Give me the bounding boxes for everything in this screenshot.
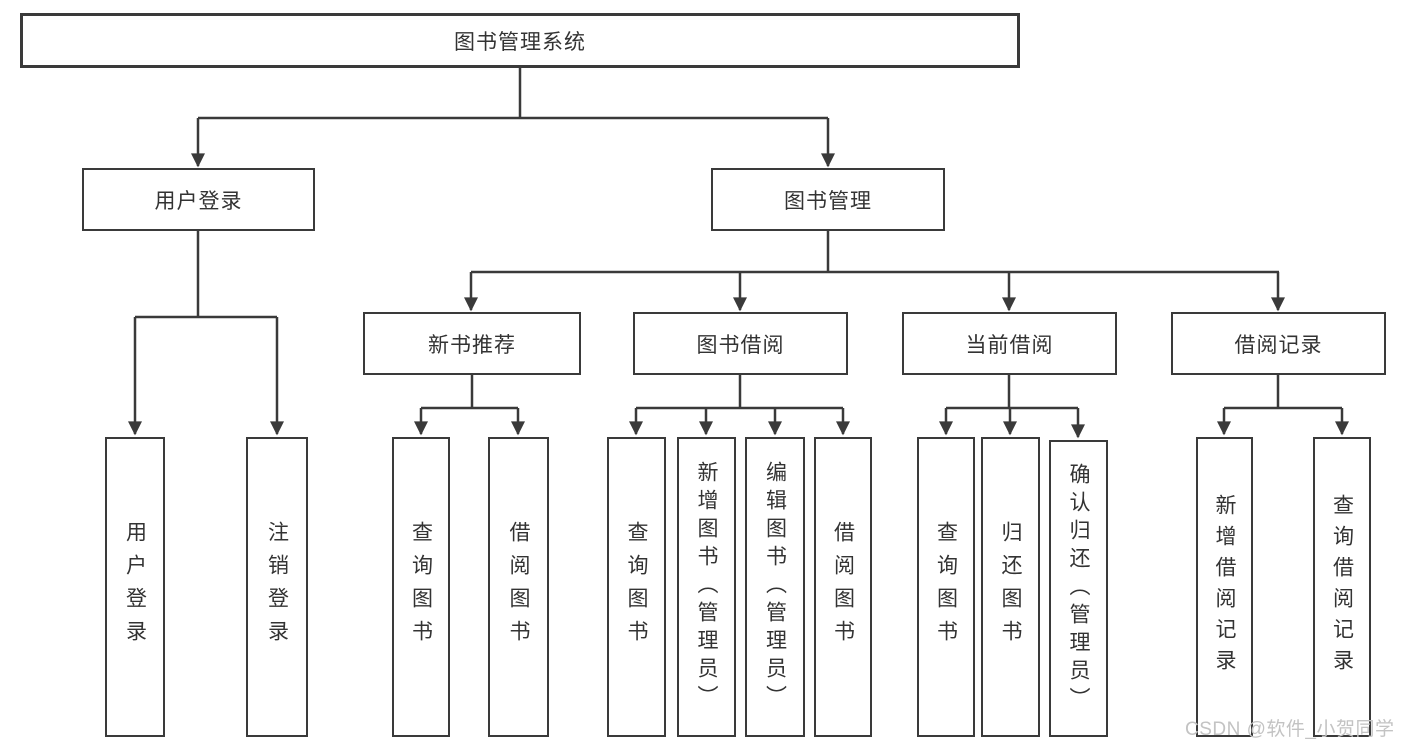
node-leaf-query-books-current: 查询图书 [917, 437, 975, 737]
node-leaf-query-books-recommend-label: 查询图书 [409, 521, 433, 653]
node-borrowing-records: 借阅记录 [1171, 312, 1386, 375]
node-book-management-label: 图书管理 [784, 189, 872, 213]
node-leaf-logout: 注销登录 [246, 437, 308, 737]
node-leaf-add-borrow-record: 新增借阅记录 [1196, 437, 1253, 737]
watermark: CSDN @软件_小贺同学 [1185, 719, 1395, 740]
node-leaf-logout-label: 注销登录 [265, 521, 289, 653]
node-leaf-return-books-label: 归还图书 [999, 521, 1022, 653]
node-new-book-recommend: 新书推荐 [363, 312, 581, 375]
connector-trunk [135, 66, 1342, 410]
node-leaf-borrow-books-recommend: 借阅图书 [488, 437, 549, 737]
node-leaf-borrow-books-recommend-label: 借阅图书 [507, 521, 530, 653]
node-library-system-label: 图书管理系统 [454, 30, 586, 54]
node-leaf-add-books-admin: 新增图书（管理员） [677, 437, 736, 737]
node-leaf-borrow-books-label: 借阅图书 [831, 521, 855, 653]
node-leaf-edit-books-admin: 编辑图书（管理员） [745, 437, 805, 737]
node-book-borrowing-label: 图书借阅 [696, 333, 785, 357]
node-library-system: 图书管理系统 [20, 13, 1020, 68]
node-user-login-label: 用户登录 [154, 189, 243, 213]
node-leaf-edit-books-admin-label: 编辑图书（管理员） [763, 461, 787, 713]
node-leaf-user-login: 用户登录 [105, 437, 165, 737]
node-leaf-add-books-admin-label: 新增图书（管理员） [695, 461, 718, 713]
node-leaf-query-borrow-record-label: 查询借阅记录 [1330, 494, 1354, 680]
node-new-book-recommend-label: 新书推荐 [428, 333, 516, 357]
node-user-login: 用户登录 [82, 168, 315, 231]
node-leaf-query-books-borrowing: 查询图书 [607, 437, 666, 737]
node-leaf-borrow-books: 借阅图书 [814, 437, 872, 737]
node-current-borrowing-label: 当前借阅 [965, 333, 1054, 357]
node-book-management: 图书管理 [711, 168, 945, 231]
node-leaf-query-books-recommend: 查询图书 [392, 437, 450, 737]
node-borrowing-records-label: 借阅记录 [1234, 333, 1323, 357]
node-leaf-query-borrow-record: 查询借阅记录 [1313, 437, 1371, 737]
node-leaf-return-books: 归还图书 [981, 437, 1040, 737]
node-leaf-confirm-return-admin: 确认归还（管理员） [1049, 440, 1108, 737]
node-leaf-user-login-label: 用户登录 [123, 521, 147, 653]
node-leaf-query-books-borrowing-label: 查询图书 [625, 521, 648, 653]
node-leaf-confirm-return-admin-label: 确认归还（管理员） [1067, 462, 1090, 715]
node-book-borrowing: 图书借阅 [633, 312, 848, 375]
node-current-borrowing: 当前借阅 [902, 312, 1117, 375]
node-leaf-add-borrow-record-label: 新增借阅记录 [1213, 494, 1236, 680]
node-leaf-query-books-current-label: 查询图书 [934, 521, 958, 653]
